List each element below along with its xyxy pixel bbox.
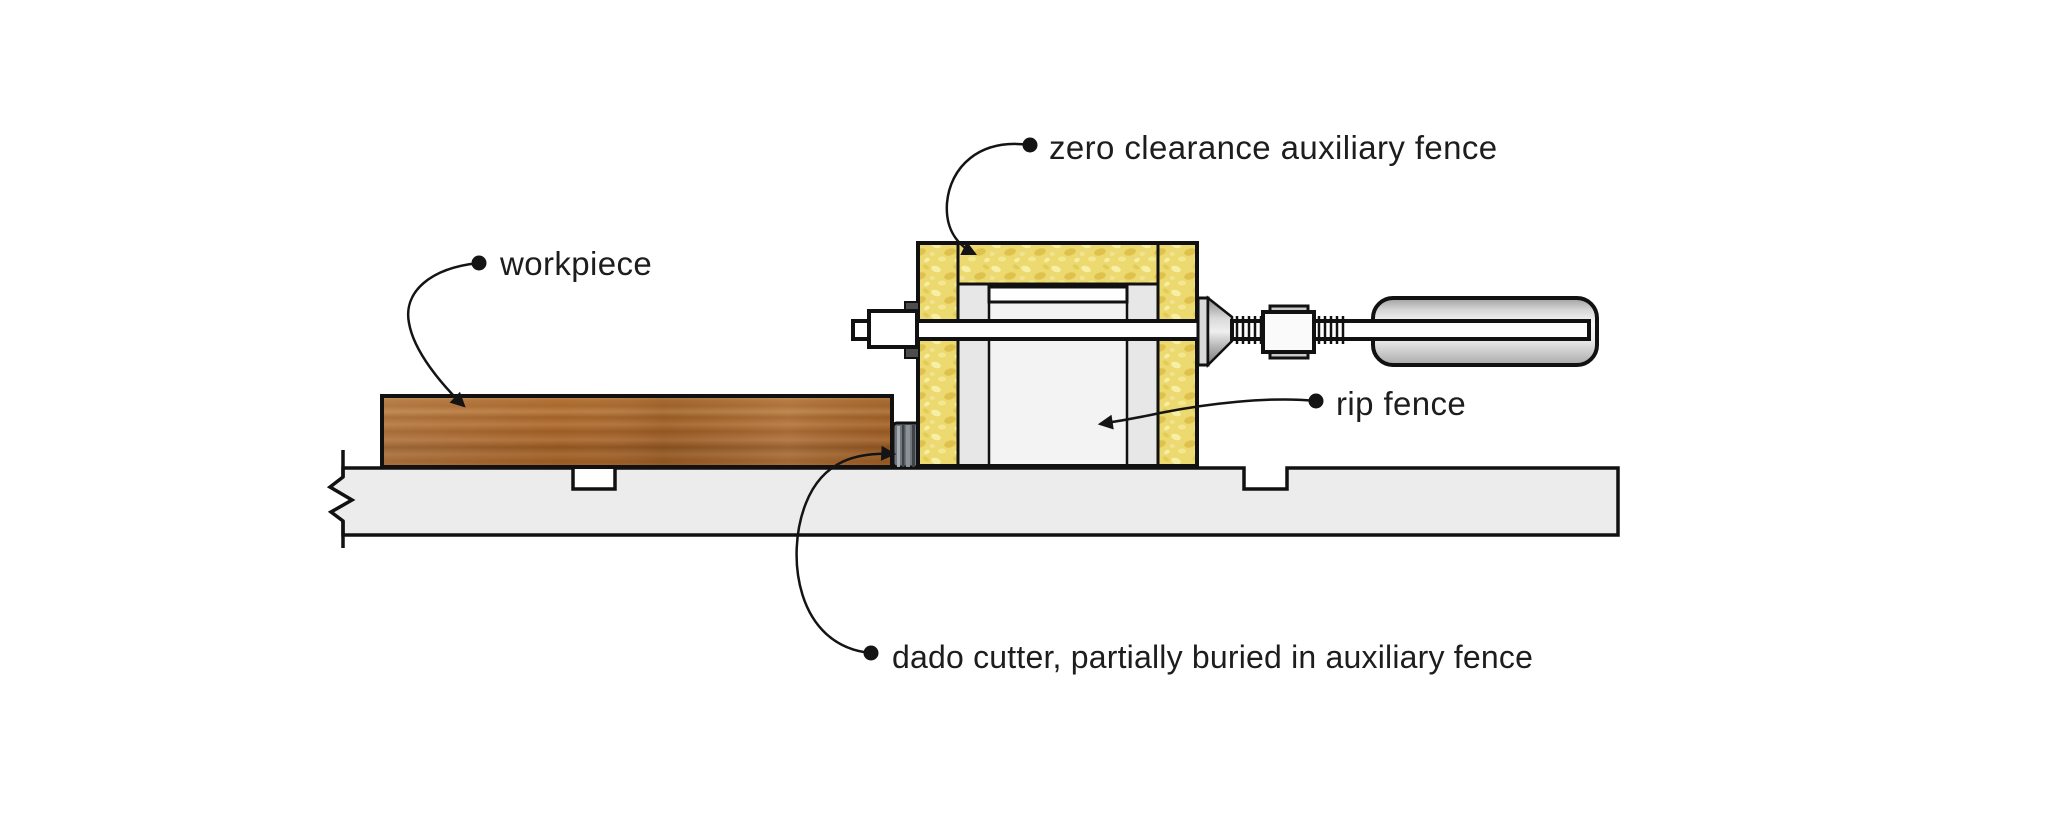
label-workpiece: workpiece	[500, 245, 653, 282]
aux-fence-top-board	[956, 241, 1160, 286]
clamp-nut	[1261, 304, 1316, 360]
aux-fence-left-board	[916, 241, 960, 468]
leader-rip-fence	[1097, 398, 1317, 430]
leader-zero-clearance	[945, 142, 1031, 256]
leader-dots	[471, 137, 1324, 661]
workpiece-grain-overlay	[384, 398, 890, 465]
dot-dado-cutter	[863, 645, 879, 661]
leader-workpiece	[406, 261, 480, 408]
dot-zero-clearance	[1022, 137, 1038, 153]
saw-table	[326, 466, 1620, 537]
rip-fence-top-channel	[987, 285, 1129, 304]
label-rip-fence: rip fence	[1336, 385, 1467, 422]
rip-fence-body	[956, 282, 1160, 468]
label-zero-clearance-auxiliary-fence: zero clearance auxiliary fence	[1049, 129, 1498, 166]
label-dado-cutter: dado cutter, partially buried in auxilia…	[892, 639, 1534, 675]
aux-fence-right-board	[1156, 241, 1199, 468]
leader-lines	[406, 142, 1317, 655]
clamp-cone-washer	[1196, 295, 1234, 369]
leader-dado-cutter	[795, 445, 897, 655]
dot-workpiece	[471, 255, 487, 271]
dot-rip-fence	[1308, 393, 1324, 409]
clamp-bolt-head	[867, 301, 920, 359]
clamp-rod-right	[1230, 319, 1591, 341]
